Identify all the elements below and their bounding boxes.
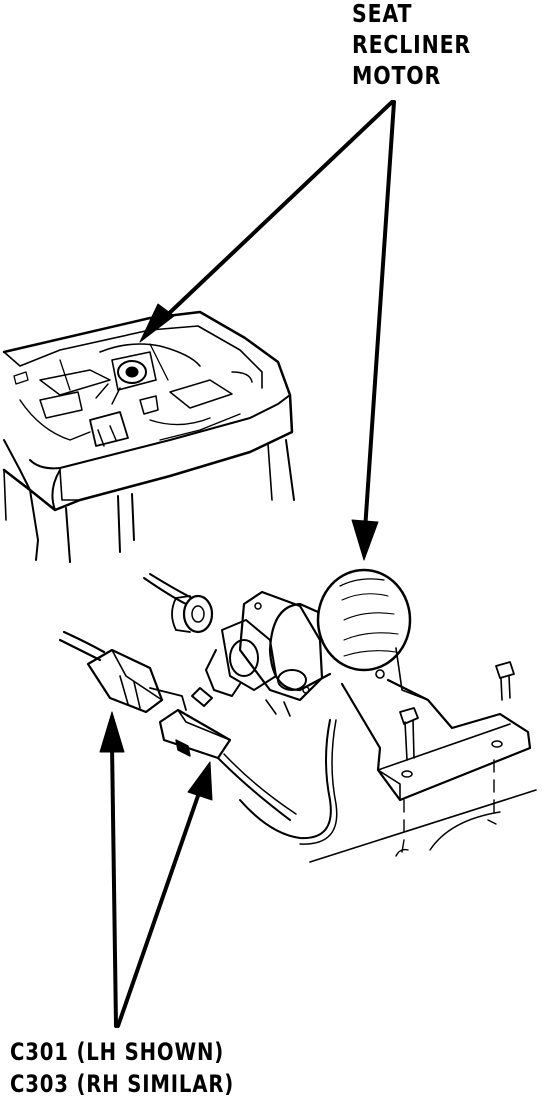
connector-label-line-2: C303 (RH SIMILAR) (10, 1070, 235, 1098)
connector-callout-arrows (99, 711, 213, 1028)
recliner-motor (191, 568, 537, 863)
motor-label-line-2: RECLINER (352, 30, 472, 59)
arrowhead-c301-right (187, 761, 213, 801)
motor-callout-arrows (139, 100, 396, 561)
motor-label-line-1: SEAT (352, 0, 413, 28)
arrowhead-c301-left (99, 711, 125, 753)
connector-label: C301 (LH SHOWN) C303 (RH SIMILAR) (10, 1036, 234, 1100)
arrowhead-motor (351, 519, 379, 561)
connector-label-line-1: C301 (LH SHOWN) (10, 1038, 225, 1066)
seat-recliner-motor-label: SEAT RECLINER MOTOR (352, 0, 471, 91)
arrowhead-seat (139, 303, 175, 343)
wiring-harness (58, 573, 338, 845)
motor-label-line-3: MOTOR (352, 61, 442, 90)
seat-assembly (2, 310, 295, 563)
